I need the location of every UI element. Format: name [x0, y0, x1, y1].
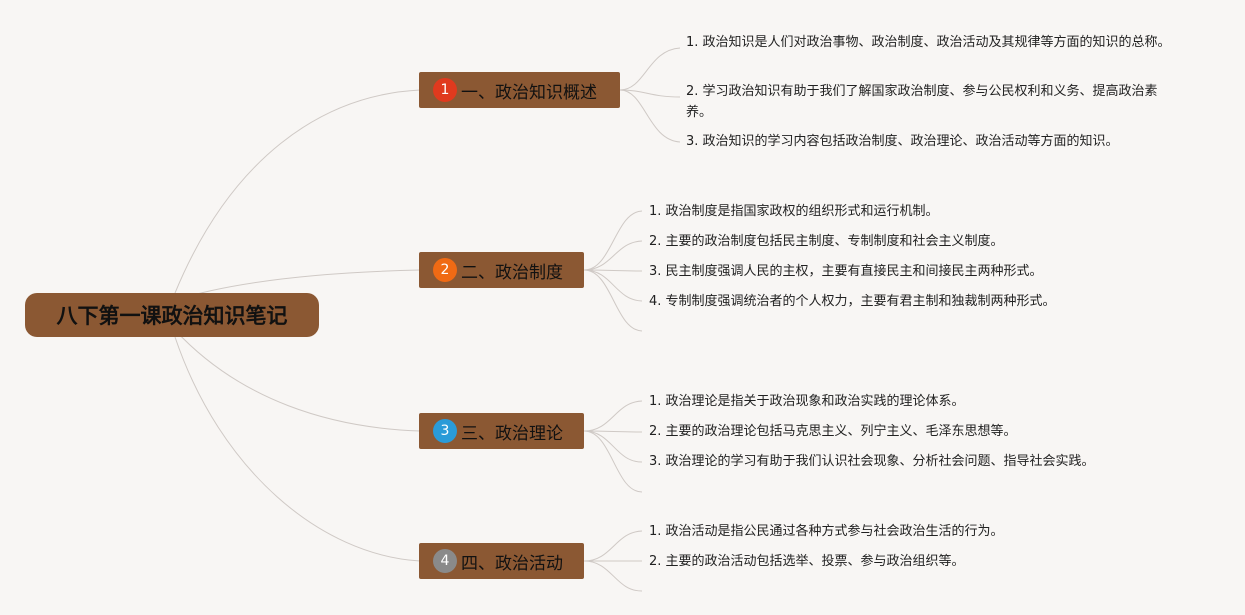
branch-label: 三、政治理论	[461, 423, 563, 444]
branch-node-2[interactable]: 2 二、政治制度	[419, 252, 584, 288]
number-badge-icon: 2	[433, 258, 457, 282]
leaf-item: 2. 主要的政治理论包括马克思主义、列宁主义、毛泽东思想等。	[649, 424, 1017, 439]
number-badge-icon: 4	[433, 549, 457, 573]
leaf-item: 3. 民主制度强调人民的主权，主要有直接民主和间接民主两种形式。	[649, 264, 1043, 279]
leaf-item: 3. 政治知识的学习内容包括政治制度、政治理论、政治活动等方面的知识。	[686, 134, 1119, 149]
leaf-item: 2. 主要的政治制度包括民主制度、专制制度和社会主义制度。	[649, 234, 1004, 249]
branch-label: 四、政治活动	[461, 553, 563, 574]
number-badge-icon: 3	[433, 419, 457, 443]
branch-label: 二、政治制度	[461, 262, 563, 283]
leaf-item: 1. 政治制度是指国家政权的组织形式和运行机制。	[649, 204, 939, 219]
root-title: 八下第一课政治知识笔记	[56, 304, 288, 328]
branch-label: 一、政治知识概述	[461, 82, 597, 103]
number-badge-icon: 1	[433, 78, 457, 102]
branch-node-3[interactable]: 3 三、政治理论	[419, 413, 584, 449]
leaf-item: 1. 政治理论是指关于政治现象和政治实践的理论体系。	[649, 394, 965, 409]
leaf-item: 4. 专制制度强调统治者的个人权力，主要有君主制和独裁制两种形式。	[649, 294, 1056, 309]
branch-node-1[interactable]: 1 一、政治知识概述	[419, 72, 620, 108]
leaf-item: 2. 主要的政治活动包括选举、投票、参与政治组织等。	[649, 554, 965, 569]
leaf-item: 1. 政治知识是人们对政治事物、政治制度、政治活动及其规律等方面的知识的总称。	[686, 35, 1171, 50]
leaf-item: 2. 学习政治知识有助于我们了解国家政治制度、参与公民权利和义务、提高政治素养。	[686, 84, 1158, 120]
leaf-item: 3. 政治理论的学习有助于我们认识社会现象、分析社会问题、指导社会实践。	[649, 454, 1095, 469]
leaf-item: 1. 政治活动是指公民通过各种方式参与社会政治生活的行为。	[649, 524, 1004, 539]
root-node[interactable]: 八下第一课政治知识笔记	[25, 293, 319, 337]
branch-node-4[interactable]: 4 四、政治活动	[419, 543, 584, 579]
